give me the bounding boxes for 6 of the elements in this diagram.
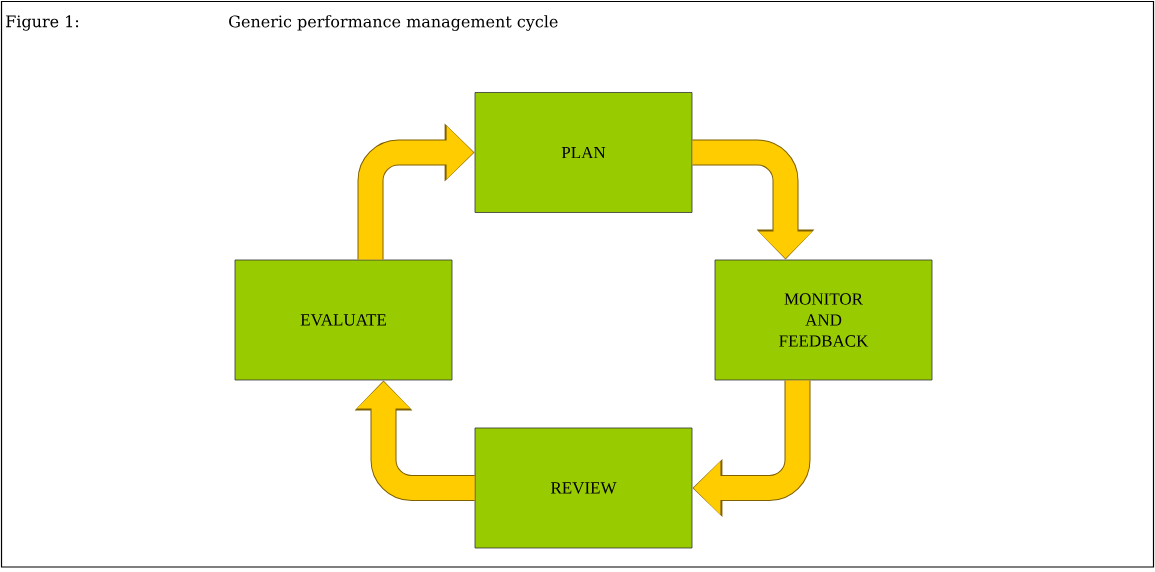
process-box: MONITOR AND FEEDBACK — [714, 259, 933, 381]
figure-number: Figure 1: — [6, 15, 79, 31]
figure-title: Generic performance management cycle — [229, 15, 558, 31]
process-box: PLAN — [474, 92, 693, 213]
process-box: EVALUATE — [234, 259, 453, 381]
process-box: REVIEW — [474, 427, 693, 549]
